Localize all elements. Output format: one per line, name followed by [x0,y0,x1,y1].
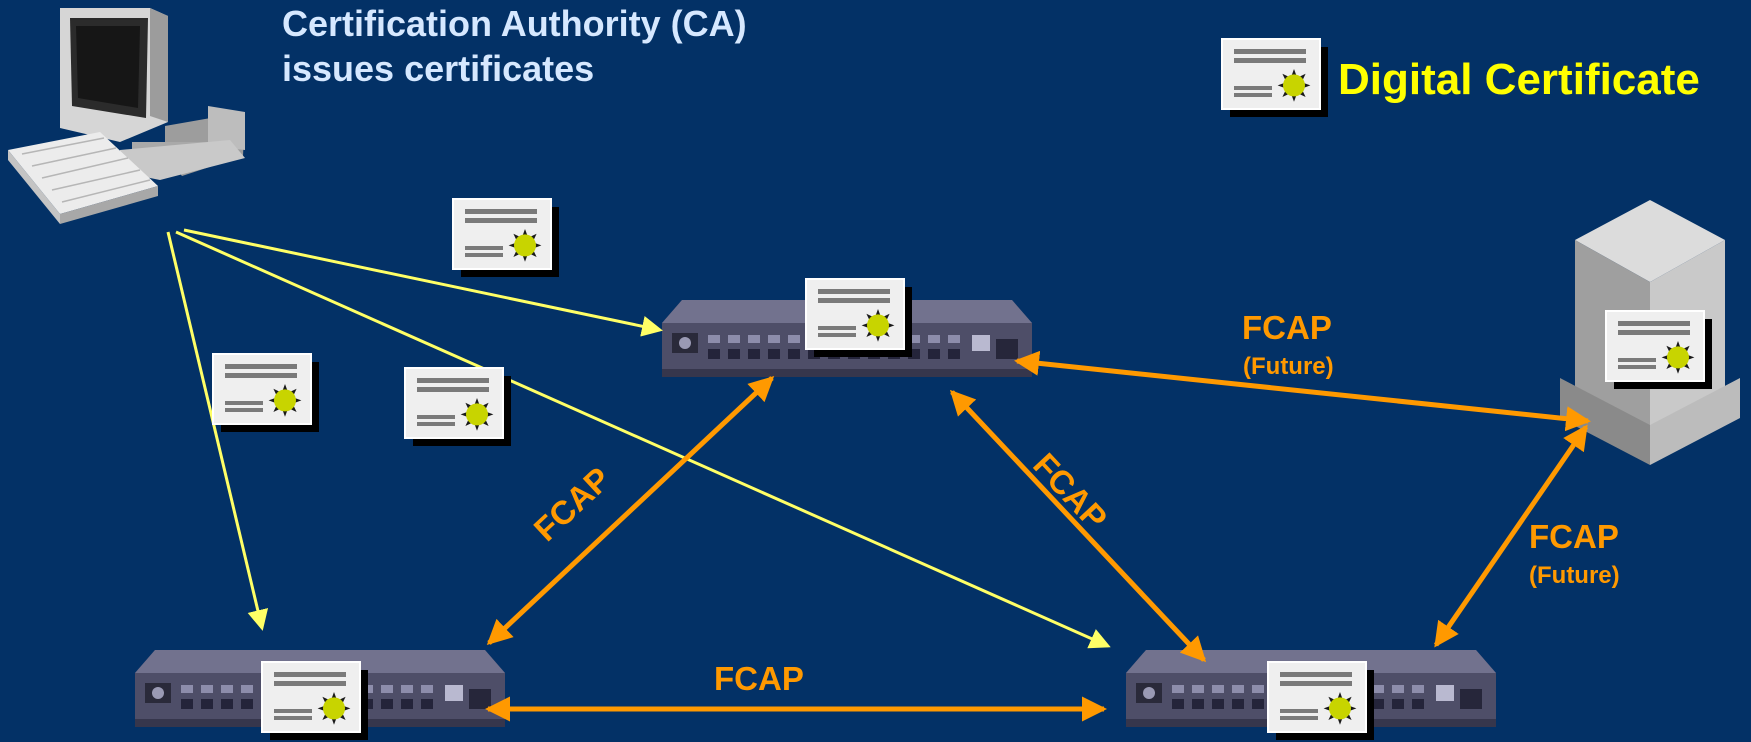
certificate-icon [404,367,512,447]
ca-title-line2: issues certificates [282,48,594,89]
certificate-icon [212,353,320,433]
fcap-arrow-top-switch-bottom-left [486,375,775,646]
ca-title-line1: Certification Authority (CA) [282,3,747,44]
certificate-icon [452,198,560,278]
certificate-icon [1605,310,1713,390]
certificate-issue-arrows [166,228,1111,649]
fcap-sub-top-right: (Future) [1243,353,1334,380]
fcap-label-bottom: FCAP [714,660,804,697]
fcap-sub-right: (Future) [1529,562,1620,589]
legend-label: Digital Certificate [1338,55,1700,104]
certificate-icon [805,278,913,358]
fcap-arrow-top-switch-bottom-right [949,389,1207,663]
legend-certificate-icon [1221,38,1329,118]
fcap-label-middle-diagonal: FCAP [1026,446,1114,537]
issue-arrow-to-bottom-left-switch [166,231,269,631]
certificate-icon [1267,661,1375,741]
fcap-label-top-right: FCAP [1242,309,1332,346]
issue-arrow-to-bottom-right-switch [175,230,1111,649]
fcap-arrow-server-bottom-right [1433,424,1589,648]
certificate-icon [261,661,369,741]
ca-computer-icon [8,8,245,224]
fcap-label-right: FCAP [1529,518,1619,555]
issue-arrow-to-top-switch [183,228,663,337]
fcap-arrow-top-switch-server [1014,350,1591,432]
fcap-arrows [484,350,1591,722]
